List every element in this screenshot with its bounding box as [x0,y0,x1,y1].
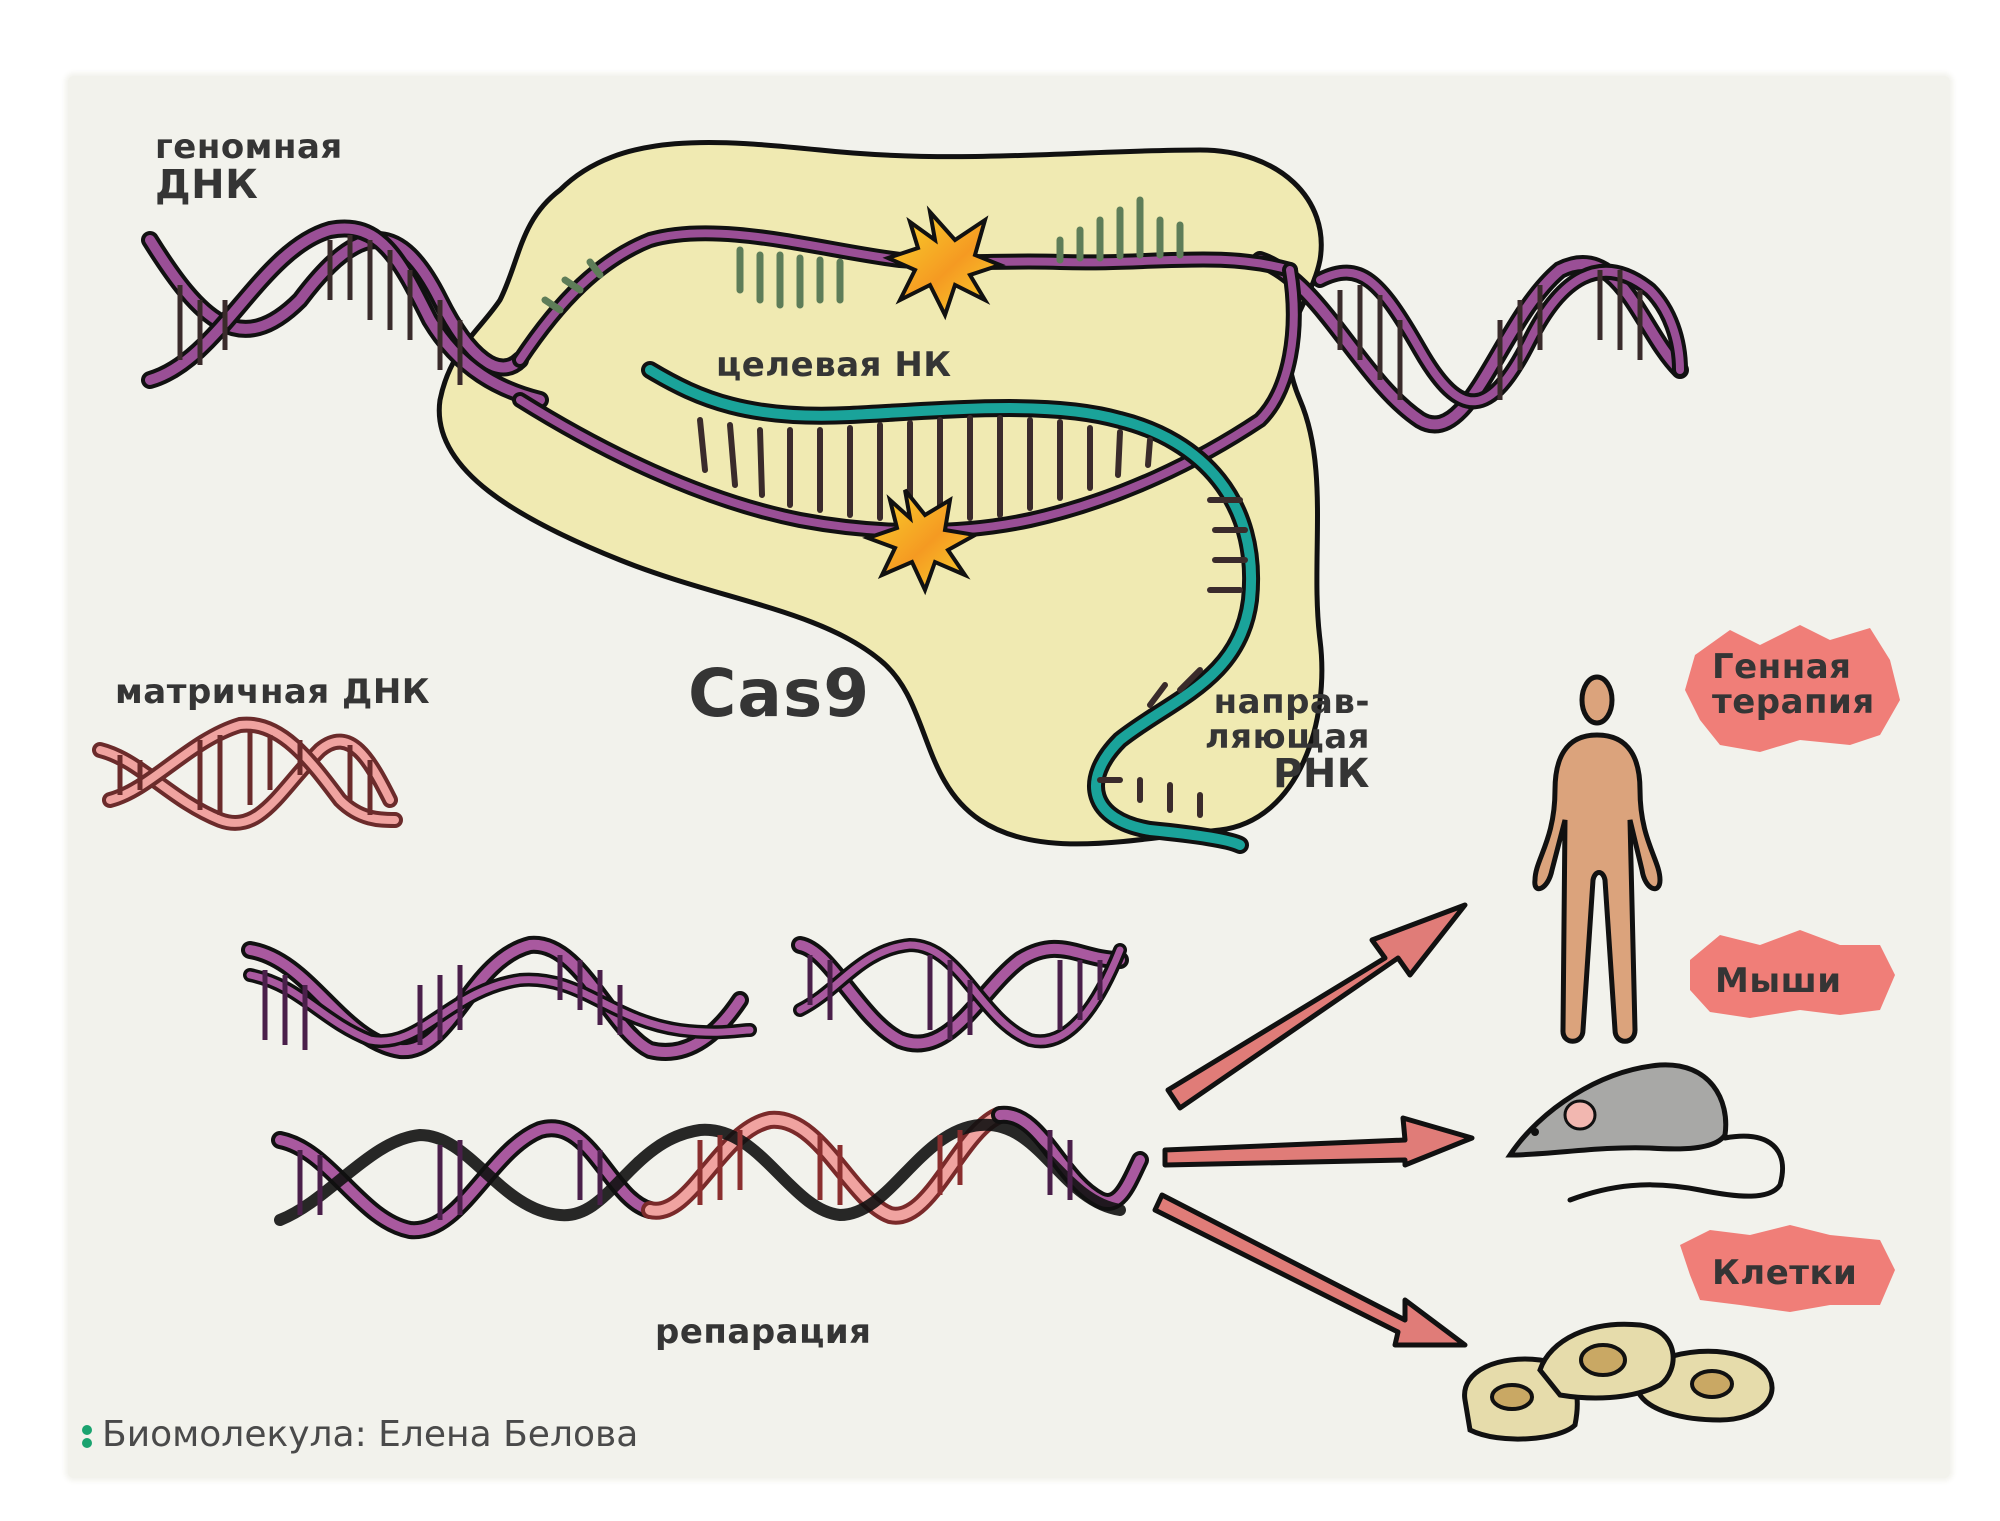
label-target-nk: целевая НК [716,345,952,385]
mouse-icon [1505,1062,1786,1203]
label-template-dna: матричная ДНК [115,672,431,712]
label-gene-therapy-line2: терапия [1712,681,1875,722]
cells-icon [1462,1321,1775,1442]
label-repair: репарация [655,1312,872,1352]
repaired-dna [271,1105,1149,1240]
cut-site-star-top [882,205,1006,321]
label-cas9: Cas9 [688,655,871,732]
label-genomic-dna-line1: геномная [155,127,343,167]
broken-dna-left [241,935,757,1061]
label-guide-rna: направ- ляющая РНК [1180,685,1370,795]
label-guide-rna-line3: РНК [1273,751,1370,798]
biomolecula-logo-icon [82,1422,92,1451]
label-genomic-dna: геномная ДНК [155,130,343,205]
label-guide-rna-line1: направ- [1213,682,1370,722]
broken-dna-right [791,936,1129,1053]
credit-line: Биомолекула: Елена Белова [82,1414,638,1455]
label-gene-therapy: Генная терапия [1712,650,1875,719]
label-cells: Клетки [1712,1253,1858,1293]
arrow-to-mice [1162,1115,1475,1168]
human-figure-icon [1532,674,1663,1044]
genomic-dna-right-helix [1251,251,1689,434]
highlight-mice [1690,930,1895,1018]
genomic-dna-left-helix [141,219,549,409]
genomic-dna-target-strand [512,262,1302,540]
label-guide-rna-line2: ляющая [1204,716,1370,757]
cut-site-star-bottom [862,488,981,596]
label-genomic-dna-line2: ДНК [155,161,259,208]
label-gene-therapy-line1: Генная [1712,647,1852,687]
credit-text: Биомолекула: Елена Белова [102,1414,639,1455]
arrow-to-gene-therapy [1165,902,1468,1111]
guide-rna [641,361,1261,854]
arrow-to-cells [1152,1192,1468,1348]
label-mice: Мыши [1715,961,1842,1001]
highlight-cells [1680,1225,1895,1312]
template-dna-helix [92,716,403,831]
highlight-gene-therapy [1685,625,1900,752]
